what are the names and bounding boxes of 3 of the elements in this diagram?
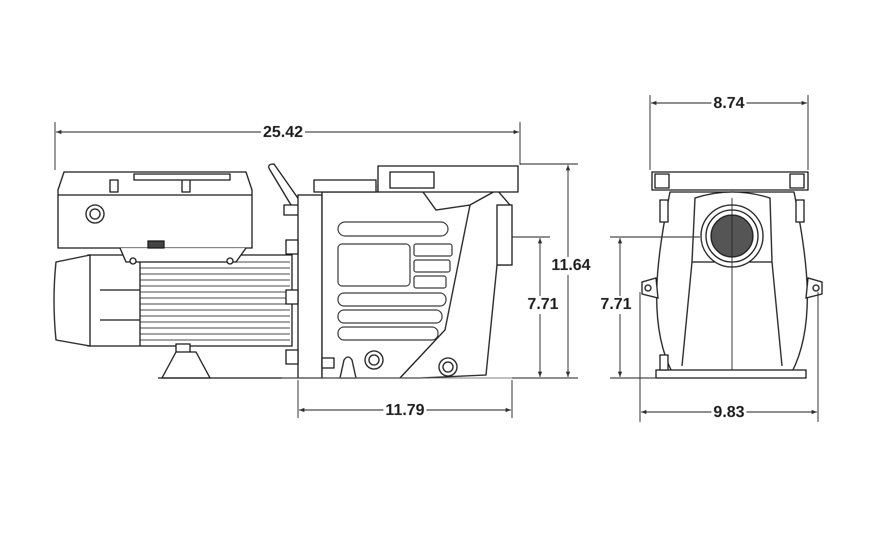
dimension-value: 7.71 [525,296,561,314]
dimension-value: 7.71 [598,296,634,314]
dimension-value: 11.64 [549,257,593,275]
